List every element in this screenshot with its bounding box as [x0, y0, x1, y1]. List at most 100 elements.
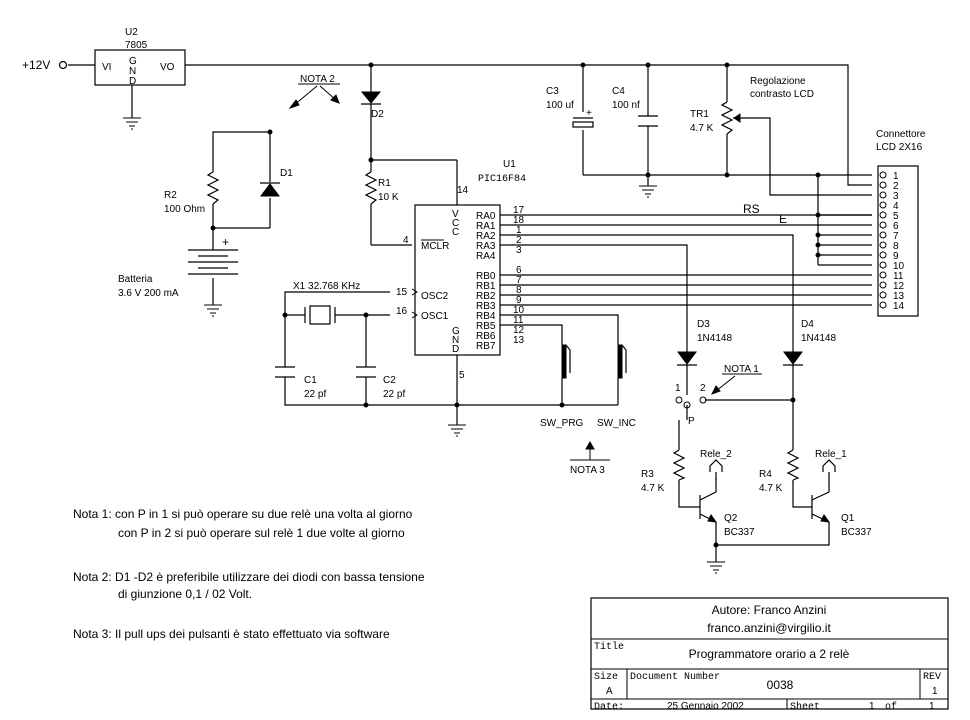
nota3-marker: NOTA 3 [570, 440, 610, 476]
crystal-icon [309, 305, 331, 325]
contrast-label-line2: contrasto LCD [750, 89, 814, 100]
c3-value: 100 uf [546, 100, 574, 111]
pin-number: 14 [893, 301, 905, 312]
pin-number: 11 [893, 271, 904, 282]
pin-number: 2 [893, 181, 899, 192]
u2-pin-vi: VI [102, 62, 111, 73]
q1-ref: Q1 [841, 513, 855, 524]
c4-value: 100 nf [612, 100, 640, 111]
connector-title-line1: Connettore [876, 129, 926, 140]
u2-value: 7805 [125, 40, 148, 51]
r2-ref: R2 [164, 190, 177, 201]
ground-icon [204, 304, 222, 317]
jumper-pos2: 2 [700, 383, 706, 394]
power-input: +12V [22, 58, 68, 72]
u1-osc1-label: OSC1 [421, 311, 449, 322]
pin-number: 6 [516, 265, 522, 276]
pin-name: RB4 [476, 311, 496, 322]
connector-title-line2: LCD 2X16 [876, 142, 923, 153]
diode-d2: D2 [360, 91, 384, 120]
nota2-marker-label: NOTA 2 [300, 74, 335, 85]
resistor-icon [206, 171, 220, 205]
transistor-q1: Q1 BC337 [811, 491, 872, 538]
pin-number: 2 [516, 235, 522, 246]
connector-pin-circles [879, 171, 887, 309]
pin-number: 8 [893, 241, 899, 252]
u1-osc2-label: OSC2 [421, 291, 449, 302]
docnum-label: Document Number [630, 671, 720, 683]
date-label: Date: [594, 702, 624, 713]
note2-line1: Nota 2: D1 -D2 è preferibile utilizzare … [73, 570, 425, 584]
c1-ref: C1 [304, 375, 317, 386]
note1-line2: con P in 2 si può operare sul relè 1 due… [118, 526, 405, 540]
u1-gnd-n: N [452, 335, 459, 346]
pin-number: 13 [893, 291, 905, 302]
rele1-label: Rele_1 [815, 449, 847, 460]
input-voltage-label: +12V [22, 58, 50, 72]
nota1-marker: NOTA 1 [710, 364, 762, 395]
u1-vcc-c1: C [452, 218, 459, 229]
u1-vcc-v: V [452, 209, 459, 220]
pin-number: 13 [513, 335, 525, 346]
diode-icon [783, 351, 803, 365]
size-label: Size [594, 671, 618, 683]
pin-number: 4 [893, 201, 899, 212]
document-title: Programmatore orario a 2 relè [689, 647, 850, 661]
pin-number: 18 [513, 215, 525, 226]
resistor-icon [672, 449, 686, 481]
capacitor-c3: + C3 100 uf [546, 86, 594, 128]
tr1-ref: TR1 [690, 109, 709, 120]
r2-value: 100 Ohm [164, 204, 205, 215]
u1-gnd-d: D [452, 344, 459, 355]
switch-sw-inc: SW_INC [597, 344, 636, 429]
junction-dots [210, 62, 821, 548]
transistor-q2: Q2 BC337 [699, 491, 755, 538]
battery-plus: + [222, 235, 229, 249]
pin-name: RA0 [476, 211, 496, 222]
u2-pin-d: D [129, 76, 136, 87]
pin-number: 3 [516, 245, 522, 256]
sw-inc-label: SW_INC [597, 418, 636, 429]
u1-vcc-c2: C [452, 227, 459, 238]
battery-value: 3.6 V 200 mA [118, 288, 179, 299]
pin-name: RA4 [476, 251, 496, 262]
sheet-label: Sheet [790, 701, 820, 713]
relay-terminal-icon [709, 459, 723, 472]
u1-pin-mclr-num: 4 [403, 235, 409, 246]
nota1-marker-label: NOTA 1 [724, 364, 759, 375]
pin-name: RB6 [476, 331, 496, 342]
pin-number: 12 [893, 281, 905, 292]
battery: + Batteria 3.6 V 200 mA [118, 235, 238, 299]
ground-icon [707, 561, 725, 574]
pin-number: 9 [893, 251, 899, 262]
battery-name: Batteria [118, 274, 153, 285]
pin-number: 6 [893, 221, 899, 232]
pin-number: 7 [516, 275, 522, 286]
pin-name: RA3 [476, 241, 496, 252]
potentiometer-icon [720, 101, 734, 135]
wires [68, 64, 872, 562]
pic-body [414, 204, 501, 356]
u2-pin-g: G [129, 56, 137, 67]
jumper-pos1: 1 [675, 383, 681, 394]
note2-line2: di giunzione 0,1 / 02 Volt. [118, 587, 252, 601]
nota2-marker: NOTA 2 [288, 74, 340, 109]
trimmer-tr1: TR1 4.7 K Regolazione contrasto LCD [690, 76, 814, 135]
u1-ref: U1 [503, 159, 516, 170]
pin-number: 5 [893, 211, 899, 222]
r4-ref: R4 [759, 469, 772, 480]
u1-part: PIC16F84 [478, 174, 526, 185]
capacitor-c4: C4 100 nf [612, 86, 658, 127]
jumper-terminal-icon [699, 396, 707, 404]
u1-pin-osc1-num: 16 [396, 306, 408, 317]
r1-value: 10 K [378, 192, 399, 203]
d4-value: 1N4148 [801, 333, 836, 344]
rev-value: 1 [932, 686, 938, 697]
d4-ref: D4 [801, 319, 814, 330]
pin-name: RA1 [476, 221, 496, 232]
c3-plus: + [586, 108, 592, 119]
u2-pin-vo: VO [160, 62, 175, 73]
c1-value: 22 pf [304, 389, 326, 400]
q2-value: BC337 [724, 527, 755, 538]
